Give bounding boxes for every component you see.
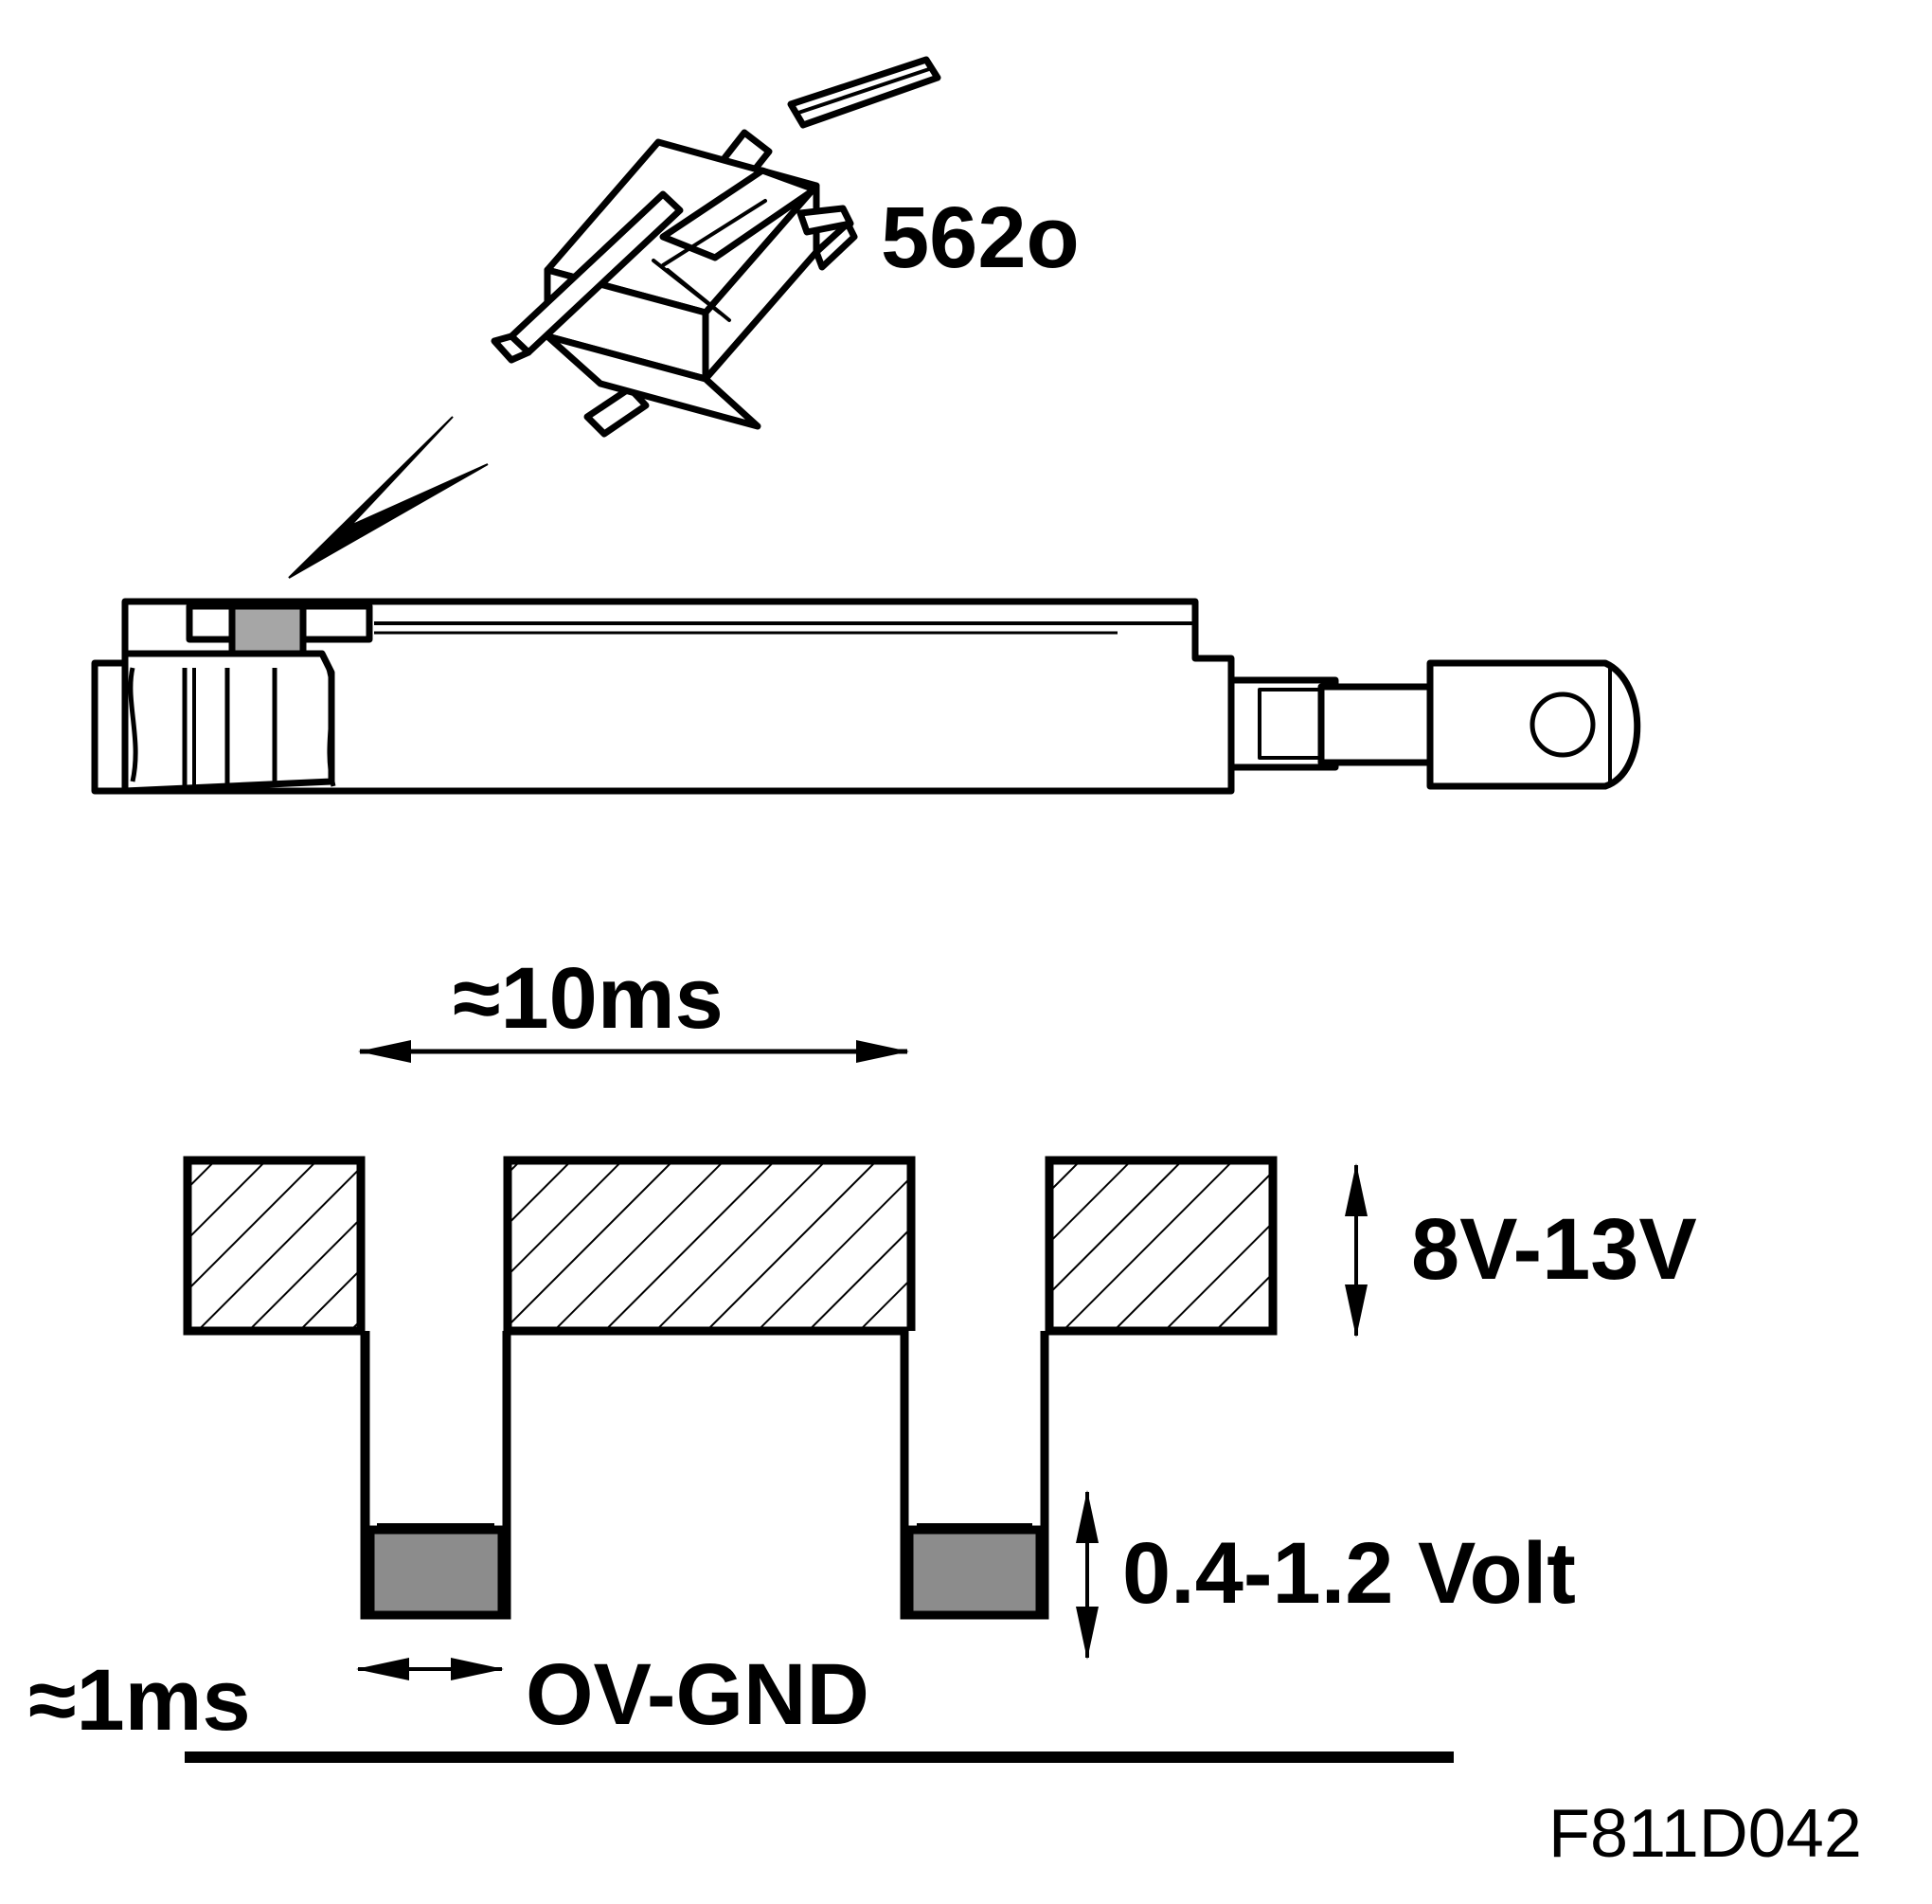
connector-illustration [491, 56, 941, 438]
signal-low-fill [366, 1525, 1045, 1620]
figure-id-label: F811D042 [1548, 1796, 1862, 1872]
high-block-1 [183, 1156, 366, 1336]
ground-label: OV-GND [526, 1646, 869, 1743]
actuator-illustration [91, 598, 1641, 795]
signal-high-blocks [183, 1156, 1278, 1336]
low-voltage-label: 0.4-1.2 Volt [1122, 1525, 1576, 1622]
period-label: ≈10ms [453, 950, 724, 1047]
pulse-width-label: ≈1ms [28, 1652, 251, 1749]
sensor-housing [228, 602, 307, 657]
part-number-label: 562o [881, 189, 1080, 286]
high-block-3 [1045, 1156, 1278, 1336]
high-voltage-label: 8V-13V [1411, 1201, 1697, 1298]
high-block-2 [503, 1156, 916, 1336]
connector-pointer [288, 416, 489, 579]
signal-outline [360, 1331, 1049, 1620]
